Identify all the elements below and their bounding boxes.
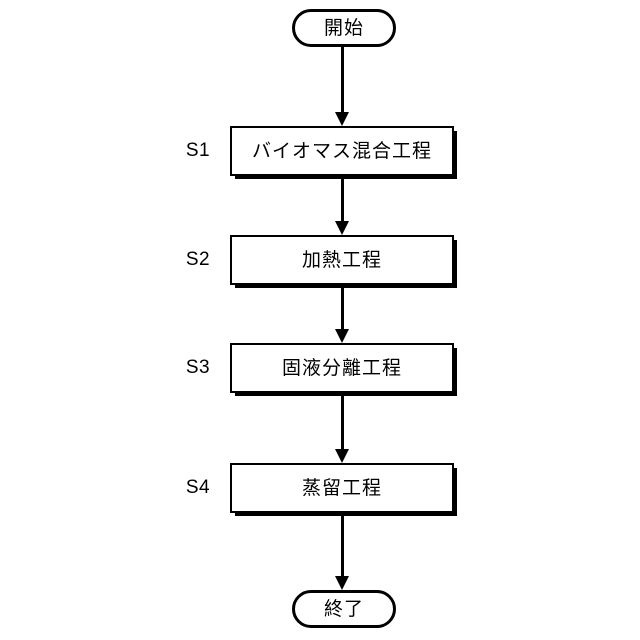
arrow-shaft bbox=[341, 47, 344, 112]
arrowhead-icon bbox=[335, 576, 349, 590]
arrowhead-icon bbox=[335, 329, 349, 343]
step-id-s1: S1 bbox=[185, 140, 211, 161]
node-s1-label: バイオマス混合工程 bbox=[251, 140, 432, 162]
node-s3-label: 固液分離工程 bbox=[281, 357, 402, 379]
node-s2-label: 加熱工程 bbox=[301, 249, 382, 271]
node-start-label: 開始 bbox=[323, 17, 364, 39]
arrow-s4-to-end bbox=[335, 513, 350, 590]
node-s4: 蒸留工程 bbox=[230, 463, 454, 513]
arrow-s2-to-s3 bbox=[335, 285, 350, 343]
step-id-s4: S4 bbox=[185, 477, 211, 498]
node-end: 終了 bbox=[292, 590, 396, 628]
arrowhead-icon bbox=[335, 221, 349, 235]
arrow-shaft bbox=[341, 285, 344, 329]
node-s4-label: 蒸留工程 bbox=[301, 477, 382, 499]
step-id-s2: S2 bbox=[185, 249, 211, 270]
arrowhead-icon bbox=[335, 112, 349, 126]
arrow-shaft bbox=[341, 513, 344, 576]
node-end-label: 終了 bbox=[323, 598, 364, 620]
arrow-shaft bbox=[341, 393, 344, 449]
node-start: 開始 bbox=[292, 9, 396, 47]
arrowhead-icon bbox=[335, 449, 349, 463]
arrow-start-to-s1 bbox=[335, 47, 350, 126]
arrow-shaft bbox=[341, 176, 344, 221]
arrow-s1-to-s2 bbox=[335, 176, 350, 235]
node-s3: 固液分離工程 bbox=[230, 343, 454, 393]
step-id-s3: S3 bbox=[185, 357, 211, 378]
arrow-s3-to-s4 bbox=[335, 393, 350, 463]
node-s2: 加熱工程 bbox=[230, 235, 454, 285]
node-s1: バイオマス混合工程 bbox=[230, 126, 454, 176]
